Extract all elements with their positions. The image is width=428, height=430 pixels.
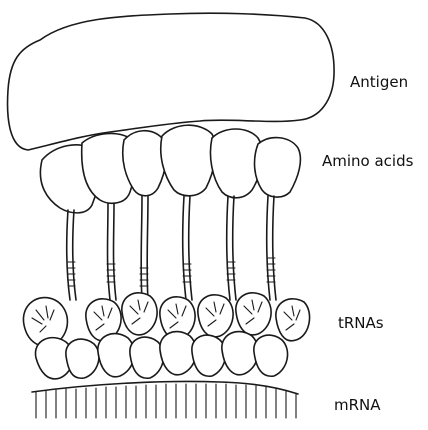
amino-acid-6 (255, 138, 301, 197)
label-trnas: tRNAs (338, 314, 384, 332)
anticodon-lobes (35, 332, 287, 379)
label-amino-acids: Amino acids (322, 152, 414, 170)
mrna-strand (32, 381, 298, 418)
stem-rungs (68, 258, 275, 286)
amino-acid-4 (161, 125, 216, 196)
trna-stems (67, 196, 276, 300)
label-mrna: mRNA (334, 396, 381, 414)
label-antigen: Antigen (350, 73, 408, 91)
